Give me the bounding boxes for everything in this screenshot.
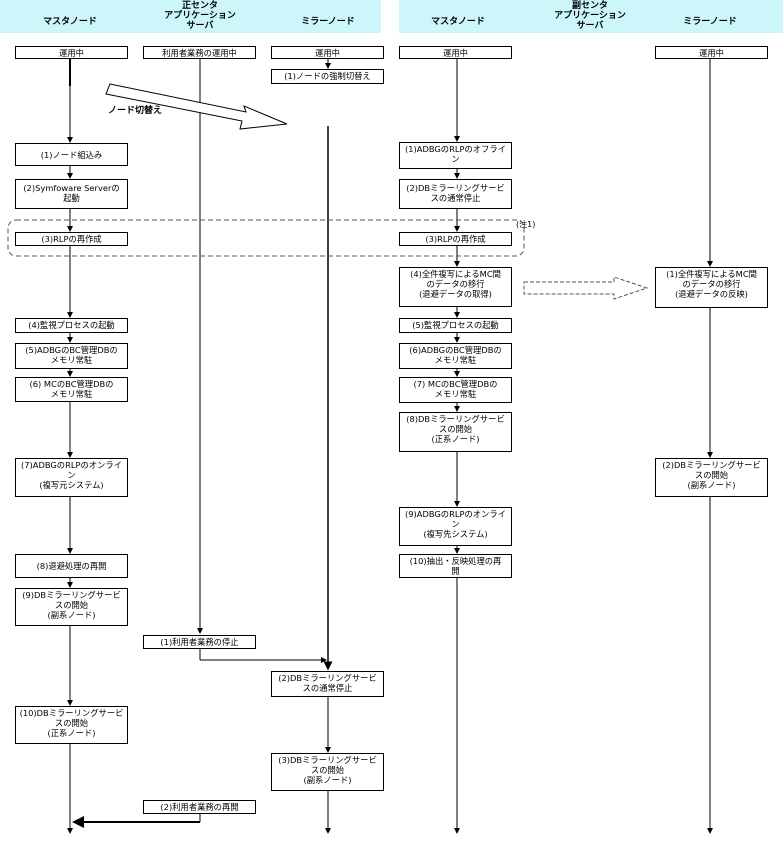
header-secondary-center: 副センタ アプリケーション サーバ	[554, 1, 626, 31]
node-switch-label: ノード切替え	[108, 106, 163, 116]
note-1-label: (注1)	[516, 220, 536, 229]
pm-step-5-box: (5)ADBGのBC管理DBの メモリ常駐	[15, 343, 128, 369]
pmr-step-2-box: (2)DBミラーリングサービ スの通常停止	[271, 671, 384, 697]
header-primary-center: 正センタ アプリケーション サーバ	[164, 1, 236, 31]
sm-step-5-box: (5)監視プロセスの起動	[399, 318, 512, 333]
sm-step-2-box: (2)DBミラーリングサービ スの通常停止	[399, 179, 512, 209]
pm-step-2-box: (2)Symfoware Serverの 起動	[15, 179, 128, 209]
app-step-2-box: (2)利用者業務の再開	[143, 800, 256, 814]
sm-step-6-box: (6)ADBGのBC管理DBの メモリ常駐	[399, 343, 512, 369]
app-step-1-box: (1)利用者業務の停止	[143, 635, 256, 649]
node-switch-arrow	[105, 83, 288, 130]
note-dashed-boundary	[7, 219, 525, 257]
pmr-step-3-box: (3)DBミラーリングサービ スの開始 (副系ノード)	[271, 753, 384, 791]
pm-step-1-box: (1)ノード組込み	[15, 143, 128, 166]
sm-step-3-box: (3)RLPの再作成	[399, 232, 512, 246]
pmr-step-1-box: (1)ノードの強制切替え	[271, 69, 384, 84]
sm-step-8-box: (8)DBミラーリングサービ スの開始 (正系ノード)	[399, 412, 512, 452]
primary-center-header-band	[0, 0, 381, 33]
pm-running-box: 運用中	[15, 46, 128, 59]
pm-step-9-box: (9)DBミラーリングサービ スの開始 (副系ノード)	[15, 588, 128, 626]
sm-step-1-box: (1)ADBGのRLPのオフライ ン	[399, 142, 512, 169]
smr-step-2-box: (2)DBミラーリングサービ スの開始 (副系ノード)	[655, 458, 768, 497]
pm-step-6-box: (6) MCのBC管理DBの メモリ常駐	[15, 377, 128, 402]
app-running-box: 利用者業務の運用中	[143, 46, 256, 59]
sm-step-10-box: (10)抽出・反映処理の再 開	[399, 554, 512, 578]
pm-step-3-box: (3)RLPの再作成	[15, 232, 128, 246]
smr-step-1-box: (1)全件複写によるMC間 のデータの移行 (退避データの反映)	[655, 267, 768, 308]
header-secondary-master: マスタノード	[431, 17, 485, 27]
header-primary-master: マスタノード	[43, 17, 97, 27]
sm-step-9-box: (9)ADBGのRLPのオンライ ン (複写先システム)	[399, 507, 512, 546]
smr-running-box: 運用中	[655, 46, 768, 59]
header-primary-mirror: ミラーノード	[301, 17, 355, 27]
pm-step-8-box: (8)退避処理の再開	[15, 554, 128, 578]
sm-step-7-box: (7) MCのBC管理DBの メモリ常駐	[399, 377, 512, 403]
header-secondary-mirror: ミラーノード	[683, 17, 737, 27]
secondary-center-header-band	[399, 0, 783, 33]
sm-step-4-box: (4)全件複写によるMC間 のデータの移行 (退避データの取得)	[399, 267, 512, 307]
data-migration-arrow	[523, 276, 649, 300]
pmr-running-box: 運用中	[271, 46, 384, 59]
pm-step-10-box: (10)DBミラーリングサービ スの開始 (正系ノード)	[15, 706, 128, 744]
pm-step-7-box: (7)ADBGのRLPのオンライ ン (複写元システム)	[15, 458, 128, 497]
pm-step-4-box: (4)監視プロセスの起動	[15, 318, 128, 333]
sm-running-box: 運用中	[399, 46, 512, 59]
